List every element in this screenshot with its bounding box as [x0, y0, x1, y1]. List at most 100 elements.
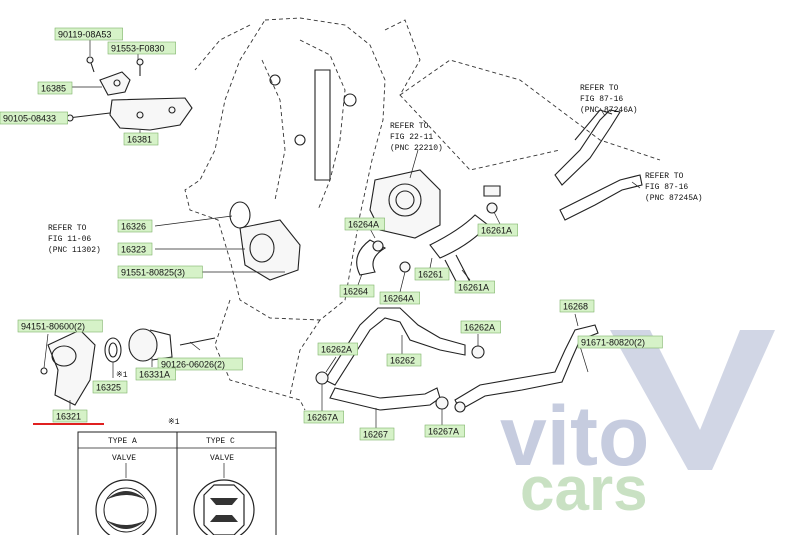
part-label: 16261A: [477, 223, 518, 237]
bracket-16385: [99, 71, 131, 96]
part-label: 16262: [386, 353, 422, 367]
part-label-box: [344, 217, 385, 231]
part-label-box: [135, 367, 176, 381]
part-label: 90126-06026(2): [157, 357, 243, 371]
ref-22-line3: (PNC 22210): [390, 144, 443, 153]
part-number-text: 16323: [121, 245, 146, 255]
part-number-text: 16262A: [321, 345, 352, 355]
part-label: 16381: [123, 132, 159, 146]
part-number-text: 16261A: [458, 283, 489, 293]
watermark-vito: vito: [500, 389, 649, 483]
part-number-text: 90105-08433: [3, 114, 56, 124]
part-label: 16261: [414, 267, 450, 281]
part-label-box: [379, 291, 420, 305]
part-number-text: 16268: [563, 302, 588, 312]
part-label-box: [117, 242, 153, 256]
type-table: TYPE A TYPE C VALVE VALVE: [77, 431, 277, 540]
ref-87a-line2: FIG 87-16: [580, 95, 623, 104]
pipe-16268: [454, 324, 599, 411]
ref-11-line1: REFER TO: [48, 224, 87, 233]
watermark: vito cars: [500, 330, 775, 524]
part-label: 16385: [37, 81, 73, 95]
ref-87b-line1: REFER TO: [645, 172, 684, 181]
type-c-valve-label: VALVE: [210, 454, 234, 463]
part-label-box: [107, 41, 176, 55]
ref-11-line3: (PNC 11302): [48, 246, 101, 255]
part-label-box: [386, 353, 422, 367]
part-label: 16264A: [379, 291, 420, 305]
ref-fig-22-11: REFER TO FIG 22-11 (PNC 22210): [390, 122, 443, 153]
part-label-box: [317, 342, 358, 356]
heater-hoses: [554, 109, 643, 221]
part-label: 91671-80820(2): [577, 335, 663, 349]
ref-22-line2: FIG 22-11: [390, 133, 433, 142]
part-number-text: 91551-80825(3): [121, 268, 185, 278]
part-label-box: [117, 219, 153, 233]
ref-22-line1: REFER TO: [390, 122, 429, 131]
part-label: 16323: [117, 242, 153, 256]
part-number-text: 16385: [41, 84, 66, 94]
throttle-body: [369, 169, 441, 239]
part-number-text: 16267: [363, 430, 388, 440]
part-number-text: 16267A: [307, 413, 338, 423]
part-number-text: 90119-08A53: [58, 30, 111, 40]
ref-fig-87-16-b: REFER TO FIG 87-16 (PNC 87245A): [645, 172, 703, 203]
part-label: 90105-08433: [0, 111, 68, 125]
part-number-text: 94151-80600(2): [21, 322, 85, 332]
part-number-text: 91553-F0830: [111, 44, 165, 54]
part-number-text: 16261A: [481, 226, 512, 236]
part-label-box: [123, 132, 159, 146]
part-number-text: 90126-06026(2): [161, 360, 225, 370]
water-inlet-16321: [40, 329, 96, 406]
part-label-box: [92, 380, 128, 394]
part-label: 16262A: [460, 320, 501, 334]
part-label: 16264: [339, 284, 375, 298]
part-number-text: 16321: [56, 412, 81, 422]
part-label: 16267A: [303, 410, 344, 424]
part-label-box: [460, 320, 501, 334]
ref-87a-line1: REFER TO: [580, 84, 619, 93]
part-number-text: 16264: [343, 287, 368, 297]
part-label-box: [52, 409, 88, 423]
part-label: 91553-F0830: [107, 41, 176, 55]
ref-87a-line3: (PNC 87246A): [580, 106, 638, 115]
part-label-box: [424, 424, 465, 438]
part-label-box: [17, 319, 103, 333]
part-number-text: 16381: [127, 135, 152, 145]
part-label: 91551-80825(3): [117, 265, 203, 279]
part-label: 16321: [52, 409, 88, 423]
part-number-text: 16264A: [383, 294, 414, 304]
part-label: 16331A: [135, 367, 176, 381]
note-marker-thermostat: ※1: [116, 371, 128, 380]
part-label-box: [454, 280, 495, 294]
part-number-text: 16262: [390, 356, 415, 366]
type-a-valve-label: VALVE: [112, 454, 136, 463]
part-label-box: [577, 335, 663, 349]
type-a-valve-drawing: [95, 479, 157, 540]
gasket-16325: [104, 337, 122, 363]
hose-16262: [324, 307, 466, 386]
leader-lines: [43, 40, 641, 428]
part-label: 16267: [359, 427, 395, 441]
part-label-box: [559, 299, 595, 313]
ref-11-line2: FIG 11-06: [48, 235, 91, 244]
part-number-text: 16325: [96, 383, 121, 393]
part-label-box: [414, 267, 450, 281]
ref-87b-line3: (PNC 87245A): [645, 194, 703, 203]
gasket-16326: [229, 201, 251, 229]
part-label-box: [0, 111, 68, 125]
hose-16264: [356, 239, 387, 276]
type-a-header: TYPE A: [108, 437, 137, 446]
bolt-90119: [86, 56, 95, 73]
part-label-box: [339, 284, 375, 298]
ref-fig-87-16-a: REFER TO FIG 87-16 (PNC 87246A): [580, 84, 638, 115]
part-label-box: [117, 265, 203, 279]
part-number-text: 16331A: [139, 370, 170, 380]
bolt-90105: [66, 112, 111, 122]
part-number-text: 16262A: [464, 323, 495, 333]
part-label: 90119-08A53: [54, 27, 123, 41]
clamps: [315, 202, 498, 413]
part-number-text: 16326: [121, 222, 146, 232]
